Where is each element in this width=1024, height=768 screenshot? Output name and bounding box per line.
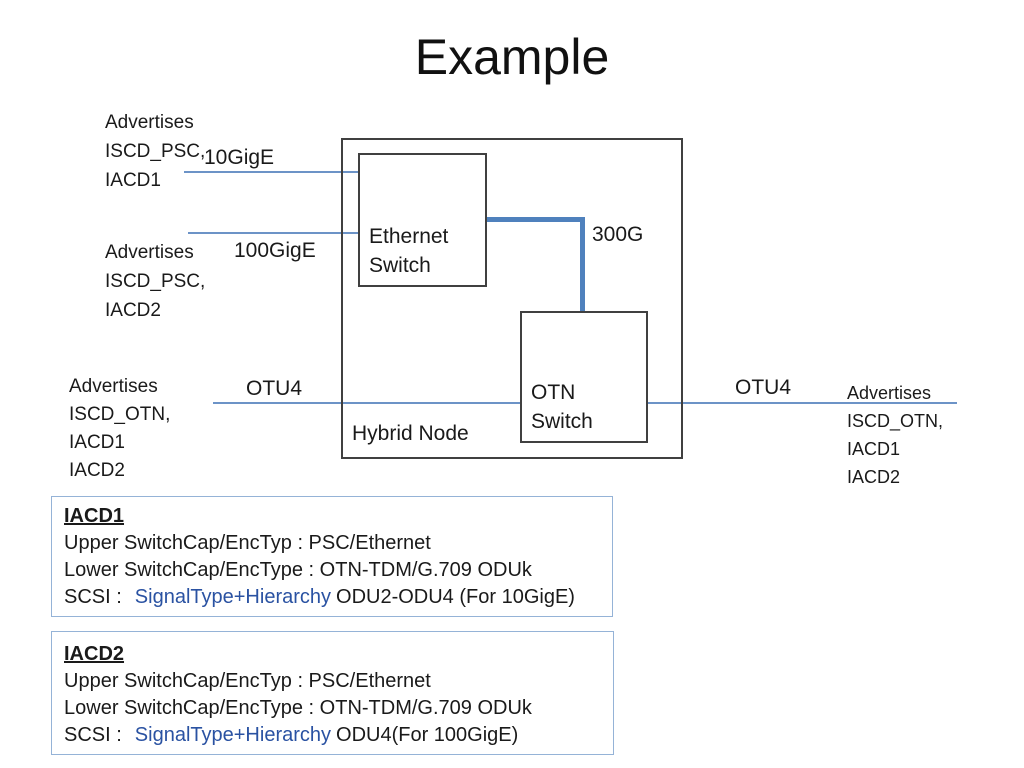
link-line-otu4-right	[648, 402, 957, 404]
iacd1-scsi-suffix: ODU2-ODU4 (For 10GigE)	[336, 586, 575, 608]
link-line-otu4-left	[213, 402, 520, 404]
hybrid-node-box	[341, 138, 683, 459]
iacd1-scsi-prefix: SCSI :	[64, 586, 122, 608]
advertise-block-mid-left: Advertises ISCD_PSC, IACD2	[105, 242, 206, 321]
iacd2-box: IACD2 Upper SwitchCap/EncTyp : PSC/Ether…	[51, 631, 614, 755]
iacd2-scsi-prefix: SCSI :	[64, 724, 122, 746]
label-300g: 300G	[592, 223, 644, 246]
iacd1-heading: IACD1	[64, 505, 125, 527]
otn-switch-box: OTN Switch	[520, 311, 648, 443]
link-line-100gige	[188, 232, 358, 234]
label-otu4-right: OTU4	[735, 376, 792, 399]
iacd2-lower-line: Lower SwitchCap/EncType : OTN-TDM/G.709 …	[64, 697, 532, 719]
iacd2-upper-line: Upper SwitchCap/EncTyp : PSC/Ethernet	[64, 670, 431, 692]
iacd1-box: IACD1 Upper SwitchCap/EncTyp : PSC/Ether…	[51, 496, 613, 617]
slide-title: Example	[414, 29, 610, 85]
iacd2-scsi-suffix: ODU4(For 100GigE)	[336, 724, 519, 746]
advertise-block-bottom-left: Advertises ISCD_OTN, IACD1 IACD2	[69, 376, 171, 481]
label-10gige: 10GigE	[204, 146, 275, 169]
advertise-block-top-left: Advertises ISCD_PSC, IACD1	[105, 112, 206, 191]
label-100gige: 100GigE	[234, 239, 316, 262]
link-line-10gige	[184, 171, 358, 173]
link-line-300g-vertical	[580, 217, 585, 312]
link-line-300g-horizontal	[487, 217, 585, 222]
iacd1-lower-line: Lower SwitchCap/EncType : OTN-TDM/G.709 …	[64, 559, 532, 581]
iacd2-heading: IACD2	[64, 643, 125, 665]
ethernet-switch-box: Ethernet Switch	[358, 153, 487, 287]
iacd2-scsi-highlight: SignalType+Hierarchy	[134, 724, 332, 746]
advertise-block-right: Advertises ISCD_OTN, IACD1 IACD2	[847, 383, 944, 487]
ethernet-switch-label: Ethernet Switch	[369, 225, 449, 277]
otn-switch-label: OTN Switch	[531, 381, 593, 433]
hybrid-node-label: Hybrid Node	[352, 422, 469, 445]
iacd1-scsi-highlight: SignalType+Hierarchy	[134, 586, 332, 608]
label-otu4-left: OTU4	[246, 377, 303, 400]
iacd1-upper-line: Upper SwitchCap/EncTyp : PSC/Ethernet	[64, 532, 431, 554]
